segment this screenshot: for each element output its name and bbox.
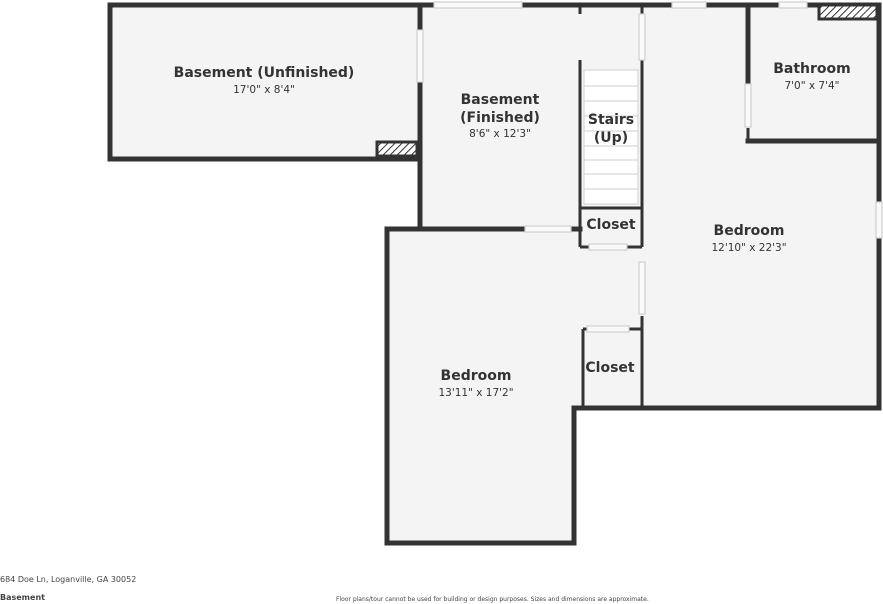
room-name-basement-finished-2: (Finished) xyxy=(460,110,540,126)
room-dims-bedroom-right: 12'10" x 22'3" xyxy=(711,242,786,254)
floor-level-label: Basement xyxy=(0,593,45,602)
stair-top-opening xyxy=(638,13,646,61)
stair-treads xyxy=(583,69,639,205)
room-name-closet-lower: Closet xyxy=(585,360,635,376)
top-window-1 xyxy=(671,1,707,9)
room-dims-basement-finished: 8'6" x 12'3" xyxy=(469,128,531,140)
unfinished-door xyxy=(416,29,424,83)
bedroom-opening xyxy=(638,261,646,315)
top-window-2 xyxy=(778,1,808,9)
left-bedroom-door xyxy=(524,225,572,233)
disclaimer: Floor plans/tour cannot be used for buil… xyxy=(336,596,649,603)
room-name-bathroom: Bathroom xyxy=(773,61,851,77)
room-dims-bedroom-left: 13'11" x 17'2" xyxy=(438,387,513,399)
room-name-closet-upper: Closet xyxy=(586,217,636,233)
room-floors xyxy=(110,5,879,543)
room-name-stairs-1: Stairs xyxy=(588,112,634,128)
top-opening xyxy=(433,1,523,9)
upper-closet-door xyxy=(588,243,628,251)
bedroom-left-floor xyxy=(387,229,642,543)
room-dims-bathroom: 7'0" x 7'4" xyxy=(784,80,839,92)
room-dims-basement-unfinished: 17'0" x 8'4" xyxy=(233,84,295,96)
utility-hatch-right xyxy=(817,3,879,21)
bathroom-door xyxy=(744,83,752,128)
bathroom-floor xyxy=(748,5,879,140)
right-window xyxy=(875,201,883,239)
openings xyxy=(416,1,883,333)
property-address: 684 Doe Ln, Loganville, GA 30052 xyxy=(0,575,137,584)
room-name-basement-unfinished: Basement (Unfinished) xyxy=(174,65,355,81)
utility-hatch-left xyxy=(375,140,419,158)
room-name-bedroom-left: Bedroom xyxy=(441,368,512,384)
basement-unfinished-floor xyxy=(110,5,420,159)
lower-closet-door xyxy=(586,325,630,333)
basement-finished-floor xyxy=(420,5,580,229)
room-name-basement-finished-1: Basement xyxy=(461,92,540,108)
room-name-stairs-2: (Up) xyxy=(594,130,628,146)
room-name-bedroom-right: Bedroom xyxy=(714,223,785,239)
